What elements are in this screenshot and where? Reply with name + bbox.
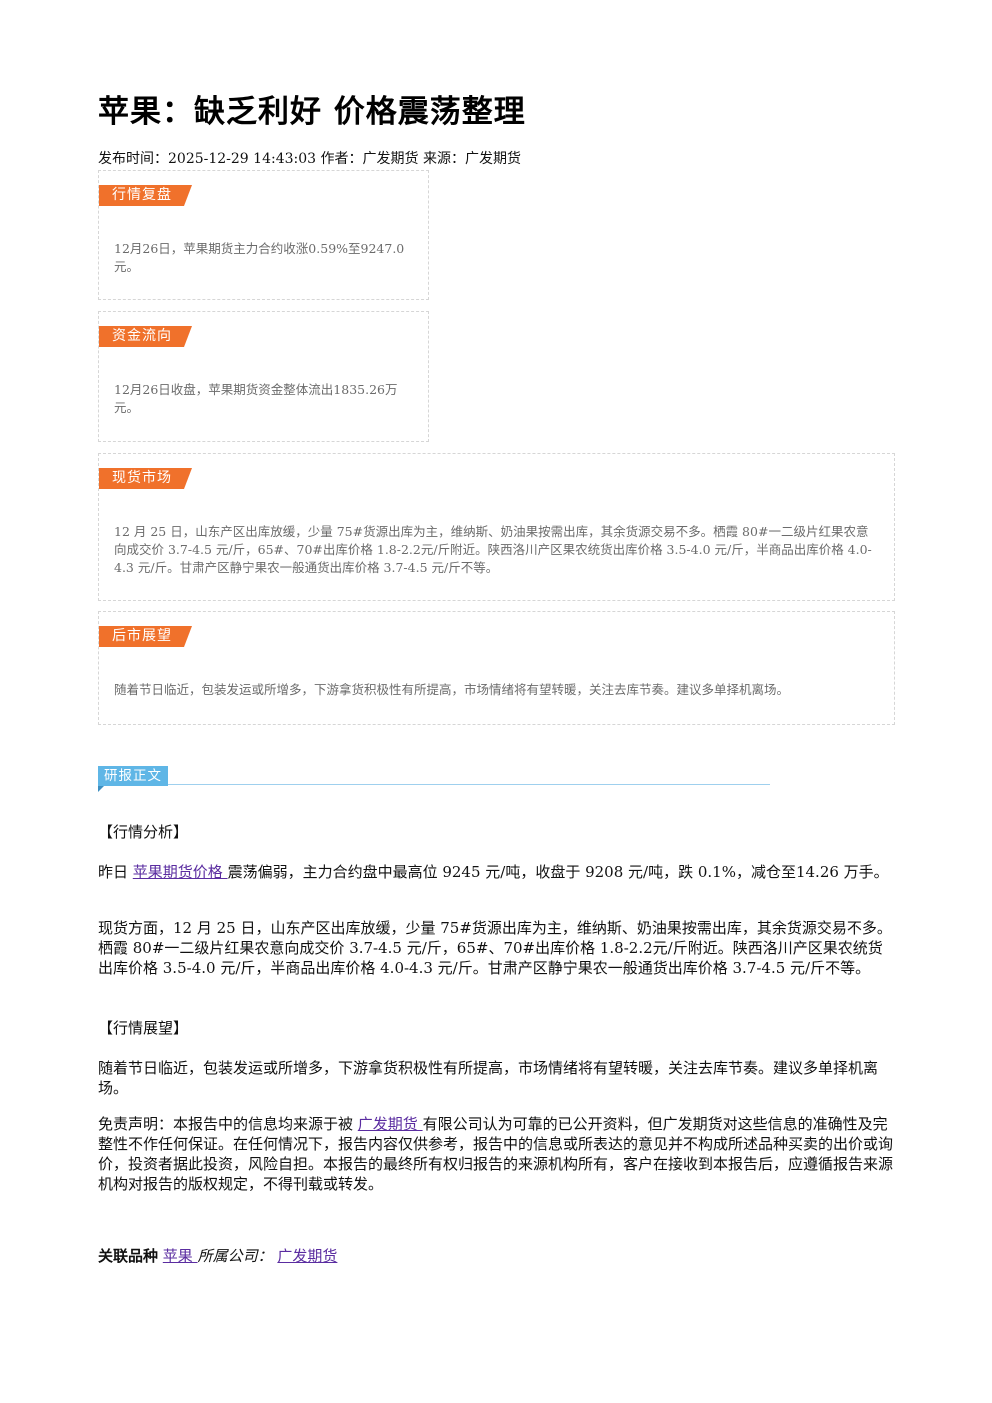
report-section-header: 研报正文 — [98, 764, 770, 794]
tag-fund-flow: 资金流向 — [99, 326, 192, 347]
footer-related: 关联品种 苹果 所属公司： 广发期货 — [98, 1246, 893, 1266]
market-review-text: 12月26日，苹果期货主力合约收涨0.59%至9247.0元。 — [114, 241, 405, 274]
page-title: 苹果：缺乏利好 价格震荡整理 — [98, 94, 526, 130]
outlook-text: 随着节日临近，包装发运或所增多，下游拿货积极性有所提高，市场情绪将有望转暖，关注… — [114, 682, 790, 697]
tag-spot-market: 现货市场 — [99, 468, 192, 489]
analysis-paragraph-1: 昨日 苹果期货价格 震荡偏弱，主力合约盘中最高位 9245 元/吨，收盘于 92… — [98, 862, 893, 882]
report-section-tag: 研报正文 — [98, 766, 168, 792]
para1-rest: 震荡偏弱，主力合约盘中最高位 9245 元/吨，收盘于 9208 元/吨，跌 0… — [227, 863, 889, 881]
tag-outlook: 后市展望 — [99, 626, 192, 647]
tag-market-review: 行情复盘 — [99, 185, 192, 206]
gf-futures-link[interactable]: 广发期货 — [357, 1115, 423, 1133]
company-link[interactable]: 广发期货 — [277, 1247, 338, 1265]
summary-box-market-review: 行情复盘 12月26日，苹果期货主力合约收涨0.59%至9247.0元。 — [98, 170, 429, 300]
section-divider — [168, 784, 770, 785]
analysis-paragraph-2: 现货方面，12 月 25 日，山东产区出库放缓，少量 75#货源出库为主，维纳斯… — [98, 918, 893, 978]
disclaimer-paragraph: 免责声明：本报告中的信息均来源于被 广发期货 有限公司认为可靠的已公开资料，但广… — [98, 1114, 893, 1194]
outlook-heading: 【行情展望】 — [98, 1019, 189, 1037]
spot-market-text: 12 月 25 日，山东产区出库放缓，少量 75#货源出库为主，维纳斯、奶油果按… — [114, 524, 872, 575]
analysis-heading: 【行情分析】 — [98, 823, 189, 841]
related-apple-link[interactable]: 苹果 — [162, 1247, 198, 1265]
summary-box-spot-market: 现货市场 12 月 25 日，山东产区出库放缓，少量 75#货源出库为主，维纳斯… — [98, 453, 895, 601]
disclaimer-prefix: 免责声明：本报告中的信息均来源于被 — [98, 1115, 358, 1133]
summary-box-fund-flow: 资金流向 12月26日收盘，苹果期货资金整体流出1835.26万元。 — [98, 311, 429, 442]
fund-flow-text: 12月26日收盘，苹果期货资金整体流出1835.26万元。 — [114, 382, 398, 415]
company-label: 所属公司： — [197, 1247, 273, 1265]
summary-box-outlook: 后市展望 随着节日临近，包装发运或所增多，下游拿货积极性有所提高，市场情绪将有望… — [98, 611, 895, 725]
para2-text: 现货方面，12 月 25 日，山东产区出库放缓，少量 75#货源出库为主，维纳斯… — [98, 919, 892, 977]
para1-prefix: 昨日 — [98, 863, 133, 881]
para3-text: 随着节日临近，包装发运或所增多，下游拿货积极性有所提高，市场情绪将有望转暖，关注… — [98, 1059, 879, 1097]
apple-futures-price-link[interactable]: 苹果期货价格 — [132, 863, 228, 881]
related-label: 关联品种 — [98, 1247, 159, 1265]
outlook-paragraph: 随着节日临近，包装发运或所增多，下游拿货积极性有所提高，市场情绪将有望转暖，关注… — [98, 1058, 893, 1098]
disclaimer-rest: 有限公司认为可靠的已公开资料，但广发期货对这些信息的准确性及完整性不作任何保证。… — [98, 1115, 894, 1193]
article-meta: 发布时间：2025-12-29 14:43:03 作者：广发期货 来源：广发期货 — [98, 151, 521, 167]
